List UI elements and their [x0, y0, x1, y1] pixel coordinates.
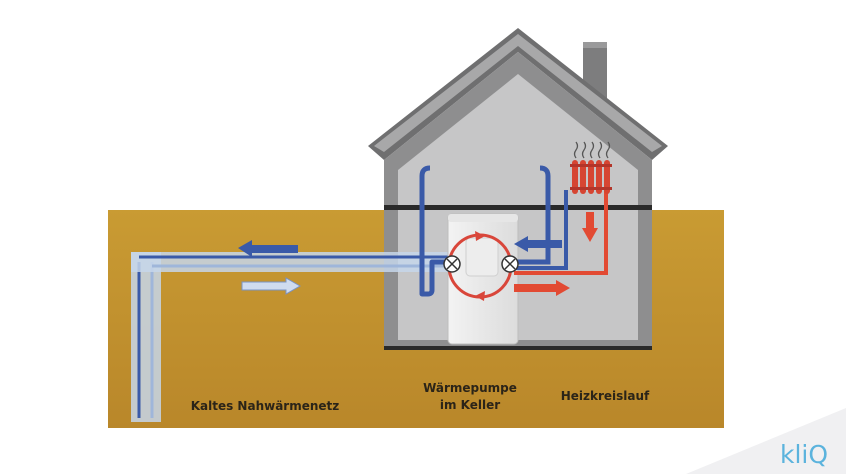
- radiator-icon: [570, 160, 612, 194]
- ground-pipe-vertical: [131, 252, 161, 422]
- label-heat-pump-line2: im Keller: [439, 398, 501, 412]
- valve-icon: [443, 255, 461, 273]
- house-roof: [368, 28, 668, 160]
- floor-slab: [384, 205, 652, 210]
- house-cold-pipe-right: [512, 176, 551, 265]
- house-cold-pipe-left: [419, 176, 456, 297]
- heating-return-pipe: [512, 190, 568, 270]
- label-heat-pump-line1: Wärmepumpe: [423, 381, 517, 395]
- arrow-return-left-icon: [238, 240, 298, 257]
- arrow-supply-right-icon: [241, 277, 302, 295]
- arrow-heat-out-icon: [514, 280, 570, 296]
- heat-waves-icon: [573, 141, 611, 159]
- label-cold-network: Kaltes Nahwärmenetz: [190, 399, 340, 413]
- label-heat-pump: Wärmepumpe im Keller: [410, 380, 530, 414]
- valve-icon: [501, 255, 519, 273]
- label-heating-circuit: Heizkreislauf: [560, 389, 650, 403]
- heating-supply-pipe: [514, 190, 608, 275]
- arrow-down-supply-icon: [582, 212, 598, 242]
- arrow-cold-in-icon: [514, 236, 562, 252]
- brand-logo: kliQ: [780, 440, 829, 469]
- ground-pipe-horizontal: [131, 252, 456, 272]
